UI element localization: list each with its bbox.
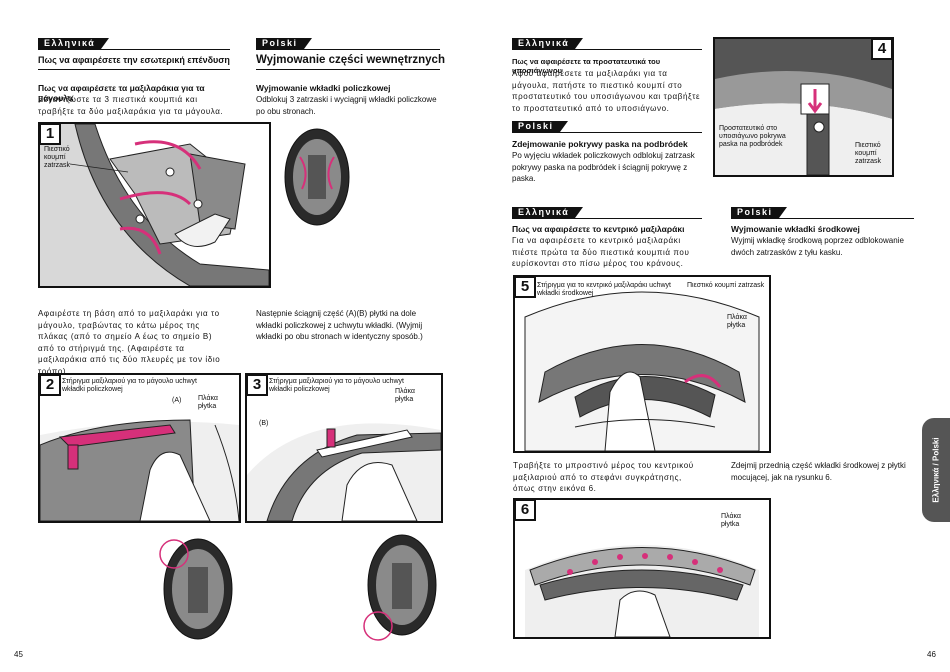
- figure-4: 4 Προστατευτικό στο υποσιάγωνο pokrywa p…: [713, 37, 894, 177]
- language-side-tab-label: Ελληνικά / Polski: [931, 437, 941, 503]
- page-number-right: 46: [927, 650, 936, 659]
- greek-heading: Πως να αφαιρέσετε την εσωτερική επένδυση: [38, 55, 230, 65]
- greek-rule: [38, 49, 230, 50]
- greek-body-text: Ξεγαντζώστε τα 3 πιεστικά κουμπιά και τρ…: [38, 95, 224, 116]
- greek-subheading: Πως να αφαιρέσετε τα μαξιλαράκια για τα …: [38, 83, 205, 103]
- polish-language-tab: Polski: [731, 207, 786, 218]
- polish-rule: [731, 218, 914, 219]
- language-side-tab: Ελληνικά / Polski: [922, 418, 950, 522]
- polish-body-text: Wyjmij wkładkę środkową poprzez odblokow…: [731, 236, 904, 257]
- greek-language-tab: Ελληνικά: [38, 38, 110, 49]
- greek-body-text: Αφού αφαιρέσετε τα μαξιλαράκι για τα μάγ…: [512, 69, 701, 113]
- polish-subheading: Zdejmowanie pokrywy paska na podbródek: [512, 139, 688, 149]
- plate-label: Πλάκα płytka: [721, 513, 741, 528]
- greek-subheading: Πως να αφαιρέσετε το κεντρικό μαξιλαράκι: [512, 224, 685, 234]
- polish-language-tab: Polski: [256, 38, 311, 49]
- cheek-pad-plate-illustration: [247, 423, 441, 521]
- polish-step2-text: Następnie ściągnij część (A)(B) płytki n…: [256, 309, 423, 341]
- greek-rule: [512, 218, 702, 219]
- plate-label: Πλάκα płytka: [395, 388, 415, 403]
- figure-2: 2 Στήριγμα μαξιλαριού για το μάγουλο uch…: [38, 373, 241, 523]
- polish-step6-text: Zdejmij przednią część wkładki środkowej…: [731, 461, 906, 482]
- plate-label: Πλάκα płytka: [198, 395, 218, 410]
- figure-6: 6 Πλάκα płytka: [513, 498, 771, 639]
- figure-number: 3: [247, 375, 268, 396]
- plate-label: Πλάκα płytka: [727, 314, 747, 329]
- helmet-interior-illustration: [40, 124, 269, 286]
- polish-subheading: Wyjmowanie wkładki policzkowej: [256, 83, 391, 93]
- greek-subheading: Πως να αφαιρέσετε τα προστατευτικά του υ…: [512, 57, 661, 75]
- figure-number: 2: [40, 375, 61, 396]
- polish-heading: Wyjmowanie części wewnętrznych: [256, 54, 445, 66]
- figure-number: 5: [515, 277, 536, 298]
- pad-removal-illustration: [525, 545, 759, 637]
- snap-button-label: Πιεστικό κουμπί zatrzask: [687, 282, 765, 289]
- polish-heading-rule: [256, 69, 440, 70]
- chin-strap-cover-illustration: [715, 39, 892, 175]
- figure-1: 1 Πιεστικό κουμπί zatrzask: [38, 122, 271, 288]
- chin-cover-label: Προστατευτικό στο υποσιάγωνο pokrywa pas…: [719, 125, 786, 148]
- polish-language-tab: Polski: [512, 121, 567, 132]
- helmet-top-view-1: [284, 128, 350, 226]
- greek-language-tab: Ελληνικά: [512, 38, 584, 49]
- polish-body-text: Po wyjęciu wkładek policzkowych odblokuj…: [512, 151, 695, 183]
- center-pad-bracket-label: Στήριγμα για το κεντρικό μαξιλαράκι uchw…: [537, 282, 671, 297]
- figure-number: 1: [40, 124, 61, 145]
- cheek-pad-bracket-label: Στήριγμα μαξιλαριού για το μάγουλο uchwy…: [62, 378, 197, 393]
- figure-3: 3 Στήριγμα μαξιλαριού για το μάγουλο uch…: [245, 373, 443, 523]
- greek-language-tab: Ελληνικά: [512, 207, 584, 218]
- polish-subheading: Wyjmowanie wkładki środkowej: [731, 224, 860, 234]
- polish-rule: [256, 49, 440, 50]
- greek-body-text: Για να αφαιρέσετε το κεντρικό μαξιλαράκι…: [512, 236, 690, 268]
- polish-rule: [512, 132, 702, 133]
- helmet-top-view-3: [363, 534, 437, 641]
- point-a-label: (A): [172, 397, 182, 404]
- figure-number: 4: [871, 39, 892, 60]
- page-number-left: 45: [14, 650, 23, 659]
- snap-button-label: Πιεστικό κουμπί zatrzask: [44, 146, 71, 169]
- figure-number: 6: [515, 500, 536, 521]
- snap-button-label: Πιεστικό κουμπί zatrzask: [855, 142, 882, 165]
- point-b-label: (B): [259, 420, 269, 427]
- center-pad-illustration: [524, 291, 760, 451]
- figure-5: 5 Στήριγμα για το κεντρικό μαξιλαράκι uc…: [513, 275, 771, 453]
- greek-step6-text: Τραβήξτε το μπροστινό μέρος του κεντρικο…: [513, 461, 694, 493]
- greek-step2-text: Αφαιρέστε τη βάση από το μαξιλαράκι για …: [38, 309, 221, 376]
- cheek-pad-plate-illustration: [40, 419, 239, 521]
- polish-body-text: Odblokuj 3 zatrzaski i wyciągnij wkładki…: [256, 95, 437, 116]
- greek-rule: [512, 49, 702, 50]
- greek-heading-rule: [38, 69, 230, 70]
- helmet-top-view-2: [159, 538, 233, 640]
- cheek-pad-bracket-label: Στήριγμα μαξιλαριού για το μάγουλο uchwy…: [269, 378, 404, 393]
